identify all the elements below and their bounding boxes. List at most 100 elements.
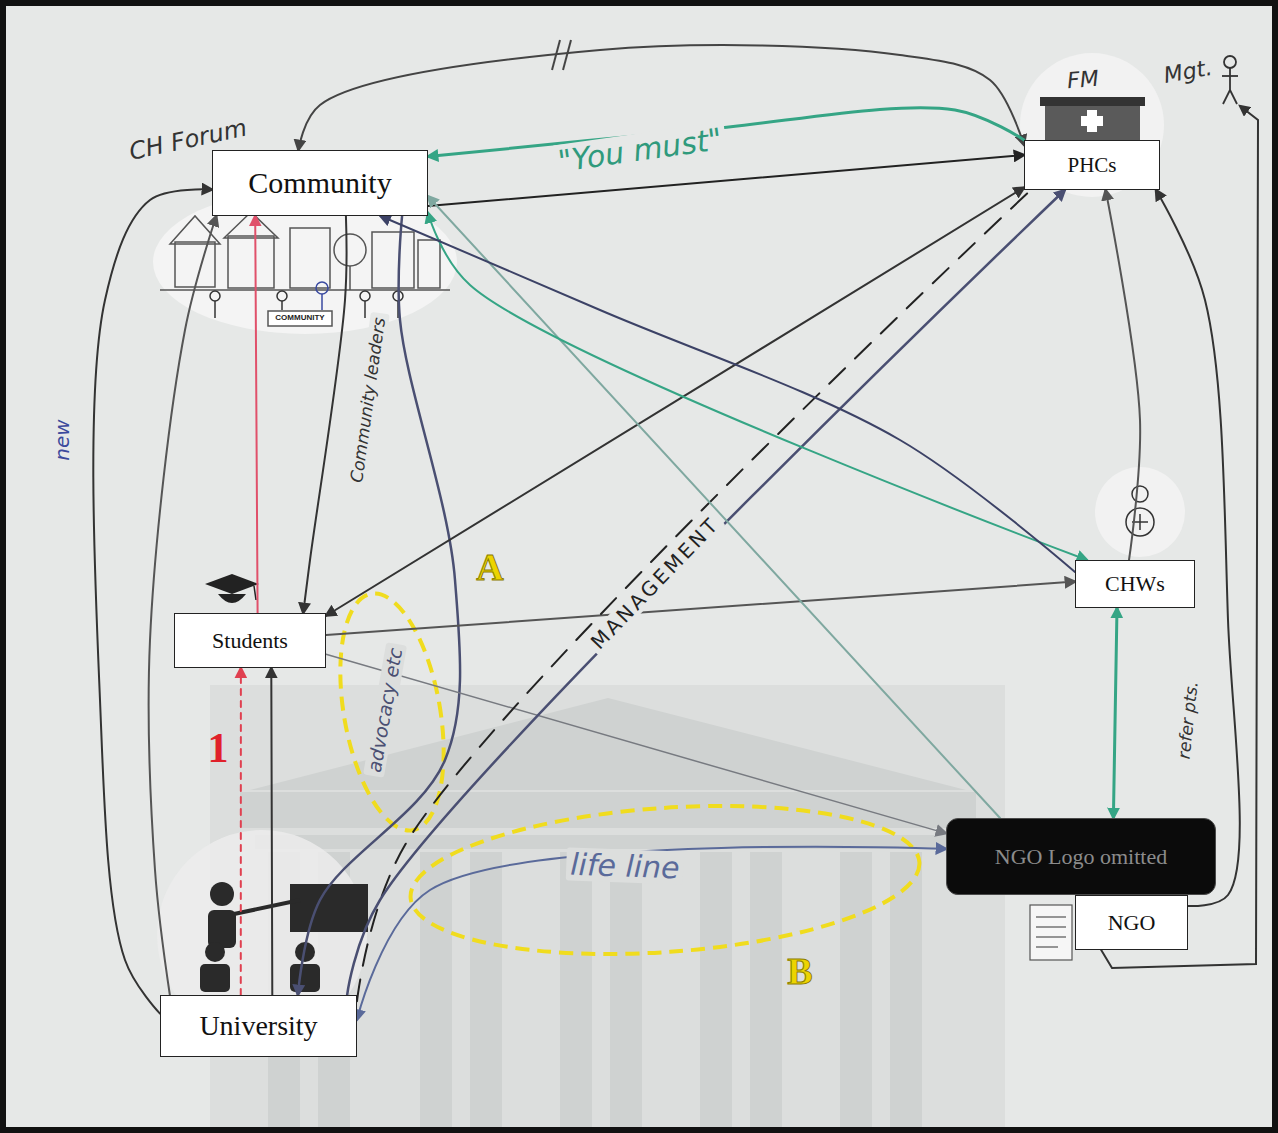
pupil-body <box>290 964 320 992</box>
phc-box: PHCs <box>1024 140 1160 190</box>
node-label: Students <box>212 628 288 653</box>
pupil-head <box>205 942 225 962</box>
break-stroke <box>563 40 571 70</box>
connector <box>428 213 1087 560</box>
person-head <box>277 291 287 301</box>
node-label: NGO Logo omitted <box>995 844 1167 869</box>
ground-line <box>160 289 450 291</box>
chw-box: CHWs <box>1075 560 1195 608</box>
highlight-a <box>324 585 460 838</box>
figure-body <box>1229 68 1231 90</box>
connector <box>149 216 217 995</box>
document-line <box>1036 926 1066 927</box>
connector <box>271 668 272 995</box>
connector <box>1106 190 1141 560</box>
edge-label: life line <box>566 847 684 884</box>
community-sign <box>268 311 332 326</box>
connector <box>357 190 1031 1001</box>
person-head <box>360 291 370 301</box>
connector <box>1156 190 1240 906</box>
document <box>1030 905 1072 960</box>
sign-text: COMMUNITY <box>275 314 324 323</box>
connector <box>428 196 1000 818</box>
connector <box>326 654 946 833</box>
document-line <box>1036 946 1058 947</box>
node-label: Community <box>248 166 391 201</box>
callout-letter: A <box>476 547 503 589</box>
connector <box>428 155 1024 206</box>
pediment <box>250 698 966 790</box>
board <box>290 884 368 932</box>
callout-letter: B <box>787 951 812 993</box>
clinic-icon <box>1020 53 1164 197</box>
person-body <box>281 301 283 310</box>
person-head <box>1132 486 1148 502</box>
graduate-icon <box>205 574 259 603</box>
column <box>470 852 502 1133</box>
figure-leg <box>1223 90 1230 104</box>
chw-icon <box>1095 467 1185 557</box>
house <box>290 228 330 288</box>
clinic-cross <box>1081 116 1103 126</box>
manager-figure <box>1222 56 1238 104</box>
clinic-building <box>1045 106 1140 142</box>
figure-head <box>1224 56 1236 68</box>
person-body <box>214 301 216 318</box>
document-line <box>1036 916 1066 917</box>
person-body <box>364 301 366 318</box>
mortarboard <box>205 574 259 594</box>
column <box>890 852 922 1133</box>
highlight-outlines <box>324 585 925 969</box>
connector <box>1113 608 1117 818</box>
house <box>228 236 274 288</box>
icon-ground <box>1020 53 1164 197</box>
frame <box>3 3 1275 1130</box>
ngo-box: NGO <box>1075 895 1188 950</box>
logo-box: NGO Logo omitted <box>946 818 1216 895</box>
students-box: Students <box>174 613 326 668</box>
column <box>840 852 872 1133</box>
connector <box>380 216 1075 572</box>
column <box>560 852 592 1133</box>
figure-leg <box>1230 90 1237 104</box>
person-head <box>210 291 220 301</box>
teacher-head <box>210 882 234 906</box>
edge-label: refer pts. <box>1174 676 1202 763</box>
connector <box>255 216 257 613</box>
connector <box>357 847 946 1020</box>
house <box>175 242 215 287</box>
person-head <box>316 282 328 294</box>
node-label: NGO <box>1108 910 1156 935</box>
edge-label: new <box>51 415 73 464</box>
connector <box>326 582 1075 635</box>
column <box>610 852 642 1133</box>
connector <box>303 216 346 613</box>
handwritten-note: FM <box>1066 67 1100 94</box>
edge-label: Community leaders <box>347 312 390 487</box>
node-label: CHWs <box>1105 571 1165 596</box>
icon-ground <box>1095 467 1185 557</box>
edge-label: "You must" <box>552 122 728 179</box>
column <box>700 852 732 1133</box>
person-body <box>1126 508 1154 536</box>
teacher-body <box>208 910 236 948</box>
callout-number: 1 <box>208 725 229 771</box>
document-icon <box>1030 905 1072 960</box>
handwritten-note: Mgt. <box>1162 56 1214 88</box>
tree <box>334 234 366 266</box>
column <box>750 852 782 1133</box>
document-line <box>1036 936 1066 937</box>
person-body <box>321 294 323 310</box>
house <box>372 232 414 288</box>
tree-trunk <box>349 266 351 290</box>
pointer <box>234 900 300 914</box>
connector <box>298 216 460 995</box>
connector <box>240 668 242 995</box>
tassel <box>254 586 256 600</box>
clinic-roof <box>1040 97 1145 106</box>
community-box: Community <box>212 150 428 216</box>
watermark-ground <box>210 685 1005 1133</box>
figure-arms <box>1222 75 1238 77</box>
edge-label: MANAGEMENT <box>584 510 727 657</box>
